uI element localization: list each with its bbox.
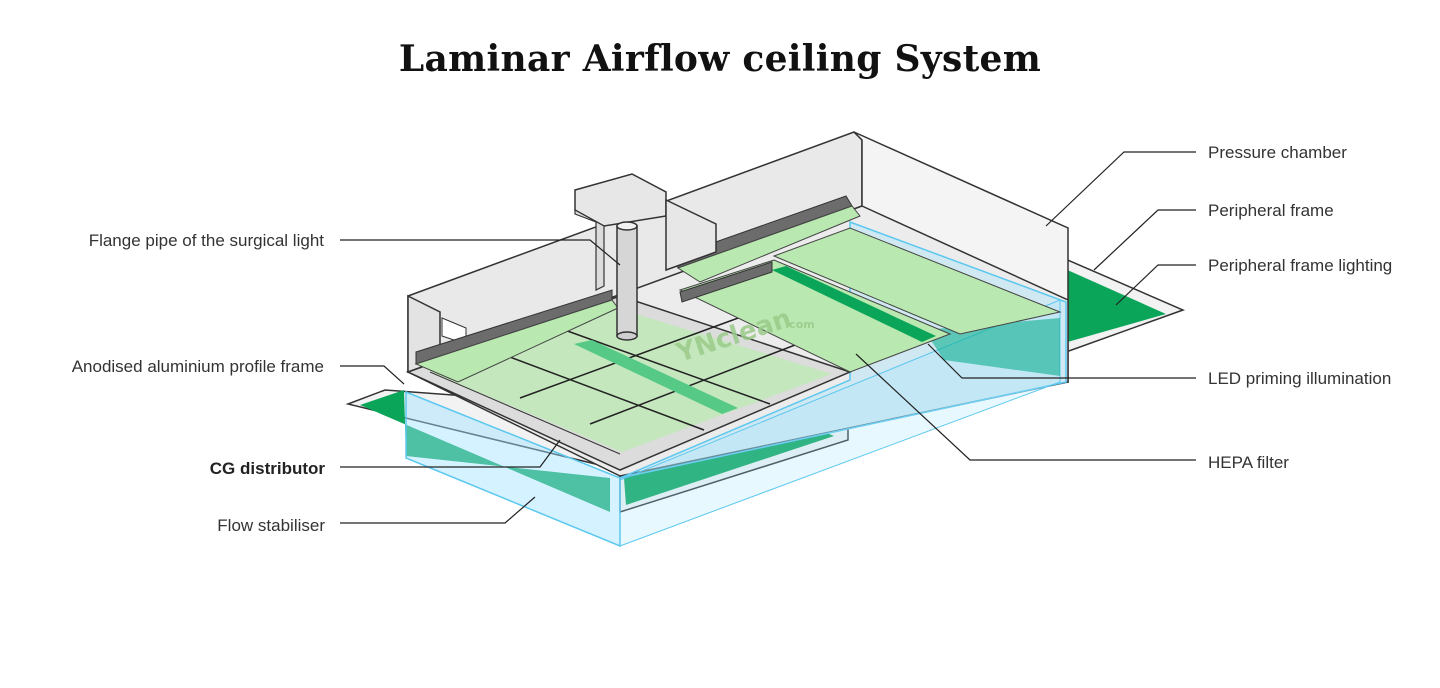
leader-led-priming: [927, 343, 1196, 379]
leader-pressure-chamber: [1045, 151, 1196, 227]
diagram-title: Laminar Airflow ceiling System: [398, 38, 1042, 80]
anodised-profile-bars: [414, 195, 861, 383]
leader-peripheral-frame: [1093, 209, 1196, 271]
leader-hepa-filter: [855, 353, 1196, 461]
label-led-priming: LED priming illumination: [1208, 369, 1391, 388]
label-hepa-filter: HEPA filter: [1208, 453, 1289, 472]
leader-flow-stabiliser: [340, 496, 536, 524]
label-peripheral-lighting: Peripheral frame lighting: [1208, 256, 1392, 275]
labels: Flange pipe of the surgical light Anodis…: [72, 143, 1393, 535]
label-flow-stabiliser: Flow stabiliser: [217, 516, 325, 535]
label-flange-pipe: Flange pipe of the surgical light: [89, 231, 325, 250]
label-anodised-frame: Anodised aluminium profile frame: [72, 357, 324, 376]
leader-lines: [340, 151, 1196, 524]
leader-peripheral-lighting: [1115, 264, 1196, 306]
label-peripheral-frame: Peripheral frame: [1208, 201, 1334, 220]
watermark-suffix: .com: [785, 318, 815, 331]
leader-anodised-frame: [340, 365, 405, 385]
leader-flange-pipe: [340, 239, 621, 266]
hepa-filter-right: [678, 227, 1062, 373]
label-cg-distributor: CG distributor: [210, 459, 326, 478]
leader-cg-distributor: [340, 439, 561, 468]
label-pressure-chamber: Pressure chamber: [1208, 143, 1347, 162]
surgical-light-flange: [574, 173, 717, 341]
